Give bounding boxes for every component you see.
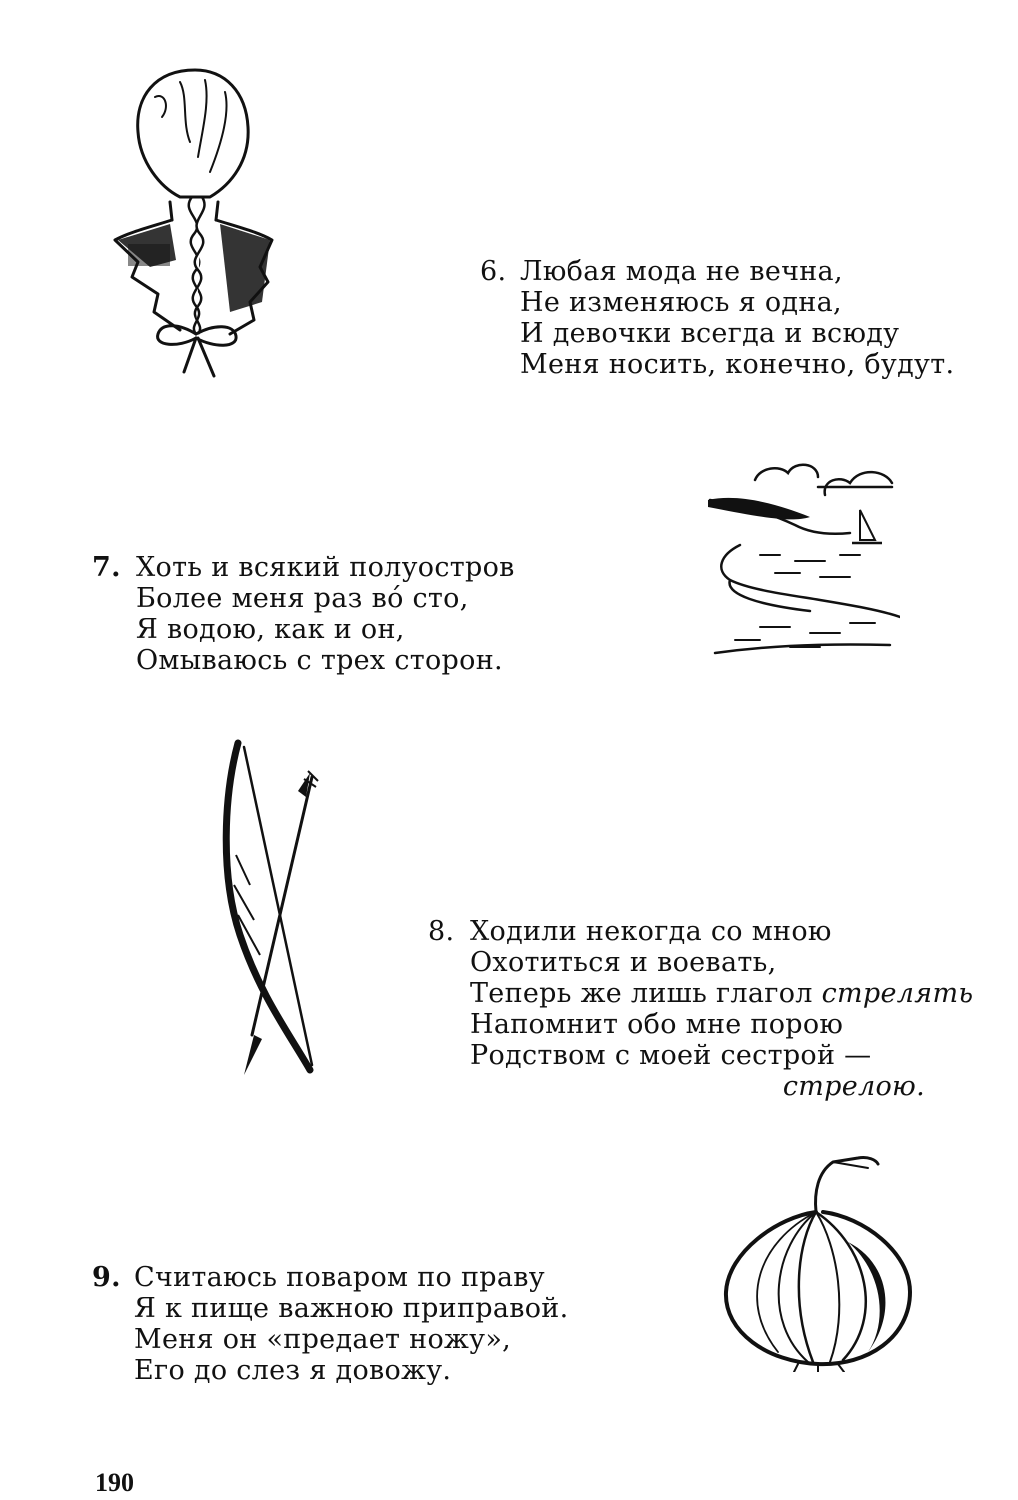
riddle-line: И девочки всегда и всюду [520, 318, 900, 349]
braid-icon [113, 68, 274, 378]
riddle-line: Омываюсь с трех сторон. [136, 645, 503, 676]
riddle-line: Я водою, как и он, [136, 614, 405, 645]
riddle-line: Меня носить, конечно, будут. [520, 349, 955, 380]
riddle-line: Охотиться и воевать, [470, 947, 777, 978]
riddle-line: Его до слез я довожу. [134, 1355, 452, 1386]
page-number: 190 [95, 1468, 134, 1497]
riddle-line: Ходили некогда со мною [470, 916, 832, 947]
bow-and-arrow-icon [222, 739, 319, 1075]
riddle-line: Родством с моей сестрой — [470, 1040, 872, 1071]
riddle-line: Меня он «предает ножу», [134, 1324, 512, 1355]
riddle-italic-word: стрелять [821, 978, 974, 1009]
riddle-number: 9. [92, 1262, 121, 1293]
riddle-final-word: стрелою. [782, 1071, 925, 1102]
riddle-line: Считаюсь поваром по праву [134, 1262, 545, 1293]
riddle-number: 7. [92, 552, 121, 583]
onion-icon [723, 1156, 912, 1372]
riddle-line: Не изменяюсь я одна, [520, 287, 842, 318]
riddle-line: Хоть и всякий полуостров [136, 552, 515, 583]
riddle-line-prefix: Теперь же лишь глагол [470, 978, 822, 1009]
riddle-line: Любая мода не вечна, [520, 256, 843, 287]
riddle-line: Напомнит обо мне порою [470, 1009, 844, 1040]
cape-landscape-icon [708, 463, 900, 655]
riddle-number: 8. [428, 916, 455, 947]
riddle-number: 6. [480, 256, 507, 287]
riddle-line: Теперь же лишь глагол стрелять [470, 978, 973, 1009]
riddle-line: Более меня раз во́ сто, [136, 583, 469, 614]
riddle-line: Я к пище важною приправой. [134, 1293, 569, 1324]
